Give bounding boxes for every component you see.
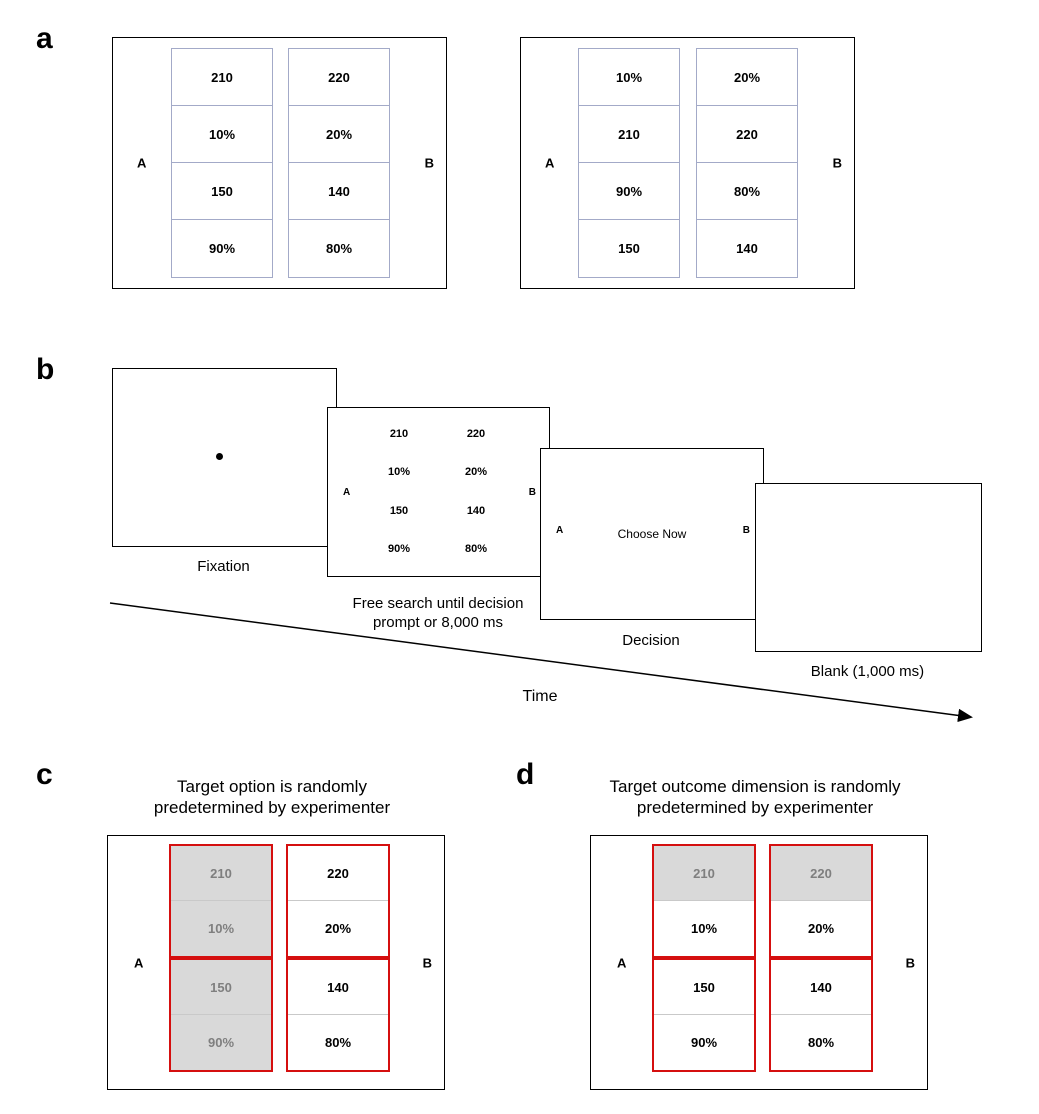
panel-c-title-line1: Target option is randomly	[177, 777, 367, 796]
outcome-cell: 20%	[697, 49, 797, 106]
option-a-label: A	[134, 955, 144, 970]
decision-caption: Decision	[622, 632, 680, 649]
red-highlight-group: 150 90%	[652, 958, 756, 1072]
option-a-column: 210 10% 150 90%	[171, 48, 273, 278]
option-b-column: 20% 220 80% 140	[696, 48, 798, 278]
outcome-cell: 150	[172, 163, 272, 220]
outcome-cell: 20%	[807, 921, 835, 936]
outcome-cell: 10%	[690, 921, 718, 936]
outcome-cell: 10%	[387, 466, 411, 478]
outcome-cell: 210	[654, 846, 754, 901]
fixation-screen	[112, 368, 337, 547]
time-label: Time	[522, 688, 558, 705]
fixation-caption: Fixation	[197, 558, 250, 575]
option-a-column: 10% 210 90% 150	[578, 48, 680, 278]
outcome-cell: 10%	[171, 901, 271, 956]
decision-prompt: Choose Now	[617, 527, 687, 541]
option-b-label: B	[422, 955, 432, 970]
outcome-cell: 10%	[579, 49, 679, 106]
outcome-cell: 150	[618, 241, 640, 256]
panel-c-label: c	[36, 758, 53, 791]
panel-d-title: Target outcome dimension is randomly pre…	[565, 776, 945, 818]
red-highlight-group: 140 80%	[286, 958, 390, 1072]
option-a-label: A	[343, 487, 351, 498]
outcome-cell: 150	[389, 505, 409, 517]
outcome-cell: 210	[171, 846, 271, 901]
outcome-cell: 90%	[690, 1035, 718, 1050]
panel-a-label: a	[36, 22, 53, 55]
outcome-cell: 90%	[208, 241, 236, 256]
outcome-cell: 140	[466, 505, 486, 517]
option-b-column: 220 20% 140 80%	[288, 48, 390, 278]
search-caption: Free search until decision prompt or 8,0…	[318, 594, 558, 632]
option-a-column: 210 10% 150 90%	[169, 844, 273, 1072]
red-highlight-group: 210 10%	[169, 844, 273, 958]
blank-screen	[755, 483, 982, 652]
outcome-cell: 210	[389, 428, 409, 440]
outcome-cell: 80%	[464, 543, 488, 555]
outcome-cell: 150	[654, 960, 754, 1015]
outcome-cell: 210	[172, 49, 272, 106]
option-b-label: B	[528, 487, 536, 498]
red-highlight-group: 220 20%	[769, 844, 873, 958]
outcome-cell: 90%	[579, 163, 679, 220]
time-arrow	[109, 602, 973, 723]
outcome-cell: 140	[289, 163, 389, 220]
stimulus-box-c: A 210 10% 150 90% 220 20% 140 80% B	[107, 835, 445, 1090]
option-b-label: B	[742, 525, 750, 536]
red-highlight-group: 140 80%	[769, 958, 873, 1072]
outcome-cell: 90%	[387, 543, 411, 555]
option-b-label: B	[424, 155, 434, 171]
option-b-label: B	[832, 155, 842, 171]
panel-b-label: b	[36, 353, 55, 386]
option-a-label: A	[556, 525, 564, 536]
outcome-cell: 10%	[172, 106, 272, 163]
outcome-cell: 140	[736, 241, 758, 256]
stimulus-box-a2: A 10% 210 90% 150 20% 220 80% 140 B	[520, 37, 855, 289]
outcome-cell: 220	[289, 49, 389, 106]
panel-d-title-line1: Target outcome dimension is randomly	[609, 777, 901, 796]
red-highlight-group: 150 90%	[169, 958, 273, 1072]
outcome-cell: 140	[288, 960, 388, 1015]
red-highlight-group: 220 20%	[286, 844, 390, 958]
stimulus-box-d: A 210 10% 150 90% 220 20% 140 80% B	[590, 835, 928, 1090]
outcome-cell: 220	[697, 106, 797, 163]
outcome-cell: 80%	[807, 1035, 835, 1050]
outcome-cell: 80%	[324, 1035, 352, 1050]
outcome-cell: 80%	[697, 163, 797, 220]
outcome-cell: 20%	[464, 466, 488, 478]
outcome-cell: 80%	[325, 241, 353, 256]
option-b-column: 220 20% 140 80%	[769, 844, 873, 1072]
outcome-cell: 90%	[171, 1015, 271, 1070]
search-caption-line1: Free search until decision	[352, 595, 524, 612]
panel-d-title-line2: predetermined by experimenter	[636, 798, 874, 817]
blank-caption: Blank (1,000 ms)	[810, 663, 925, 680]
outcome-cell: 20%	[324, 921, 352, 936]
option-a-label: A	[545, 155, 555, 171]
option-b-label: B	[905, 955, 915, 970]
option-a-label: A	[137, 155, 147, 171]
fixation-dot	[216, 453, 223, 460]
outcome-cell: 150	[171, 960, 271, 1015]
panel-d-label: d	[516, 758, 535, 791]
red-highlight-group: 210 10%	[652, 844, 756, 958]
search-caption-line2: prompt or 8,000 ms	[372, 614, 504, 631]
outcome-cell: 220	[466, 428, 486, 440]
panel-c-title-line2: predetermined by experimenter	[153, 798, 391, 817]
outcome-cell: 20%	[289, 106, 389, 163]
stimulus-box-a1: A 210 10% 150 90% 220 20% 140 80% B	[112, 37, 447, 289]
option-a-column: 210 10% 150 90%	[652, 844, 756, 1072]
search-screen: A 210 10% 150 90% 220 20% 140 80% B	[327, 407, 550, 577]
outcome-cell: 220	[771, 846, 871, 901]
outcome-cell: 220	[288, 846, 388, 901]
outcome-cell: 140	[771, 960, 871, 1015]
option-b-column: 220 20% 140 80%	[286, 844, 390, 1072]
panel-c-title: Target option is randomly predetermined …	[92, 776, 452, 818]
decision-screen: A Choose Now B	[540, 448, 764, 620]
option-a-label: A	[617, 955, 627, 970]
outcome-cell: 210	[579, 106, 679, 163]
